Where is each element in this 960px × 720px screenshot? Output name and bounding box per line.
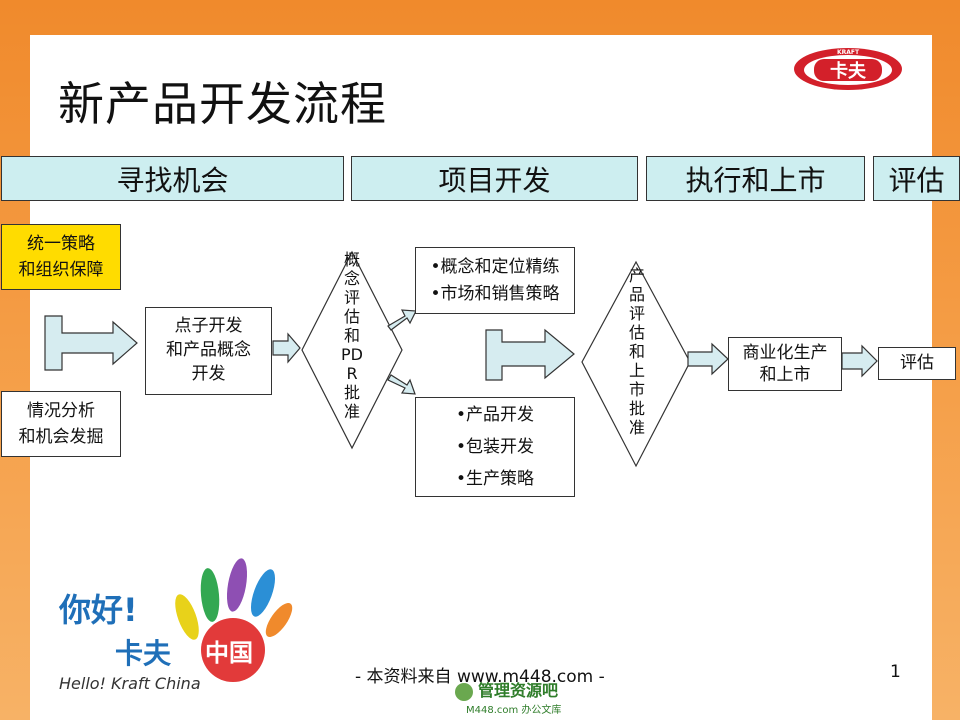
strategy-line-2: 和组织保障 [18,260,104,280]
finger-orange [265,602,293,638]
footer-source: - 本资料来自 www.m448.com - [355,667,605,687]
evaluation-box: 评估 [878,347,956,380]
review-char: 估 [343,307,360,326]
review-char: 准 [343,402,360,421]
marketing-line-1: •概念和定位精练 [430,257,560,278]
arrow-to-launch [687,342,729,376]
strategy-line-1: 统一策略 [27,233,95,254]
merge-arrow [44,315,138,371]
marketing-line-2: •市场和销售策略 [430,283,560,304]
analysis-line-1: 情况分析 [27,400,95,421]
finger-blue [250,569,276,617]
finger-green [200,568,220,622]
watermark-icon [455,683,473,701]
approval-char: 品 [628,285,645,304]
review-char: 念 [343,269,360,288]
review-char: 和 [343,326,360,345]
concept-review-diamond [301,250,403,450]
launch-approval-diamond [581,260,691,468]
kraft-china-hand-logo: 你好! 卡夫 中国 Hello! Kraft China [58,558,293,693]
analysis-line-2: 和机会发掘 [18,427,104,447]
approval-char: 和 [628,342,645,361]
logo-text: 卡夫 [830,60,867,82]
launch-box: 商业化生产 和上市 [728,337,842,391]
kraft-logo: 卡夫 KRAFT [794,48,902,90]
product-line-2: •包装开发 [455,436,535,457]
phase-launch: 执行和上市 [646,156,865,201]
marketing-box: •概念和定位精练 •市场和销售策略 [415,247,575,314]
launch-approval-label: 产 品 评 估 和 上 市 批 准 [624,266,650,437]
concept-review-label: 概 念 评 估 和 PD R 批 准 [339,250,365,421]
approval-char: 产 [628,266,645,285]
arrow-to-marketing [387,309,417,331]
finger-purple [226,558,248,612]
phase-opportunity: 寻找机会 [1,156,344,201]
watermark: 管理资源吧 M448.com 办公文库 [455,681,561,716]
review-char: 概 [343,250,360,269]
approval-char: 估 [628,323,645,342]
approval-char: 上 [628,361,645,380]
approval-char: 准 [628,418,645,437]
phase-evaluation: 评估 [873,156,960,201]
product-line-3: •生产策略 [455,469,535,490]
launch-line-1: 商业化生产 [742,342,828,363]
country-text: 中国 [205,639,253,667]
analysis-box: 情况分析 和机会发掘 [1,391,121,457]
review-char: 评 [343,288,360,307]
idea-box: 点子开发 和产品概念 开发 [145,307,272,395]
strategy-box: 统一策略 和组织保障 [1,224,121,290]
hand-fingers [175,558,293,682]
approval-char: 评 [628,304,645,323]
phase-development: 项目开发 [351,156,638,201]
page-title: 新产品开发流程 [58,77,387,131]
english-text: Hello! Kraft China [59,674,201,693]
idea-line-1: 点子开发 [174,316,243,337]
approval-char: 市 [628,380,645,399]
page-number: 1 [890,662,901,682]
palm-red [201,618,265,682]
review-char: 批 [343,383,360,402]
development-arrow [485,328,575,381]
review-char: PD [341,345,363,364]
brand-text: 卡夫 [115,637,172,670]
logo-badge [814,59,882,81]
arrow-idea-to-review [272,332,301,364]
watermark-sub: M448.com 办公文库 [466,703,561,716]
launch-line-2: 和上市 [759,365,811,385]
approval-char: 批 [628,399,645,418]
arrow-to-evaluation [841,344,878,378]
product-box: •产品开发 •包装开发 •生产策略 [415,397,575,497]
finger-yellow [175,594,199,640]
idea-line-2: 和产品概念 [166,340,251,361]
arrow-to-product [387,374,416,395]
review-char: R [346,364,358,383]
greeting-text: 你好! [58,591,138,629]
watermark-main: 管理资源吧 [478,681,558,700]
idea-line-3: 开发 [191,363,226,384]
product-line-1: •产品开发 [455,404,535,425]
logo-small-text: KRAFT [837,49,860,56]
